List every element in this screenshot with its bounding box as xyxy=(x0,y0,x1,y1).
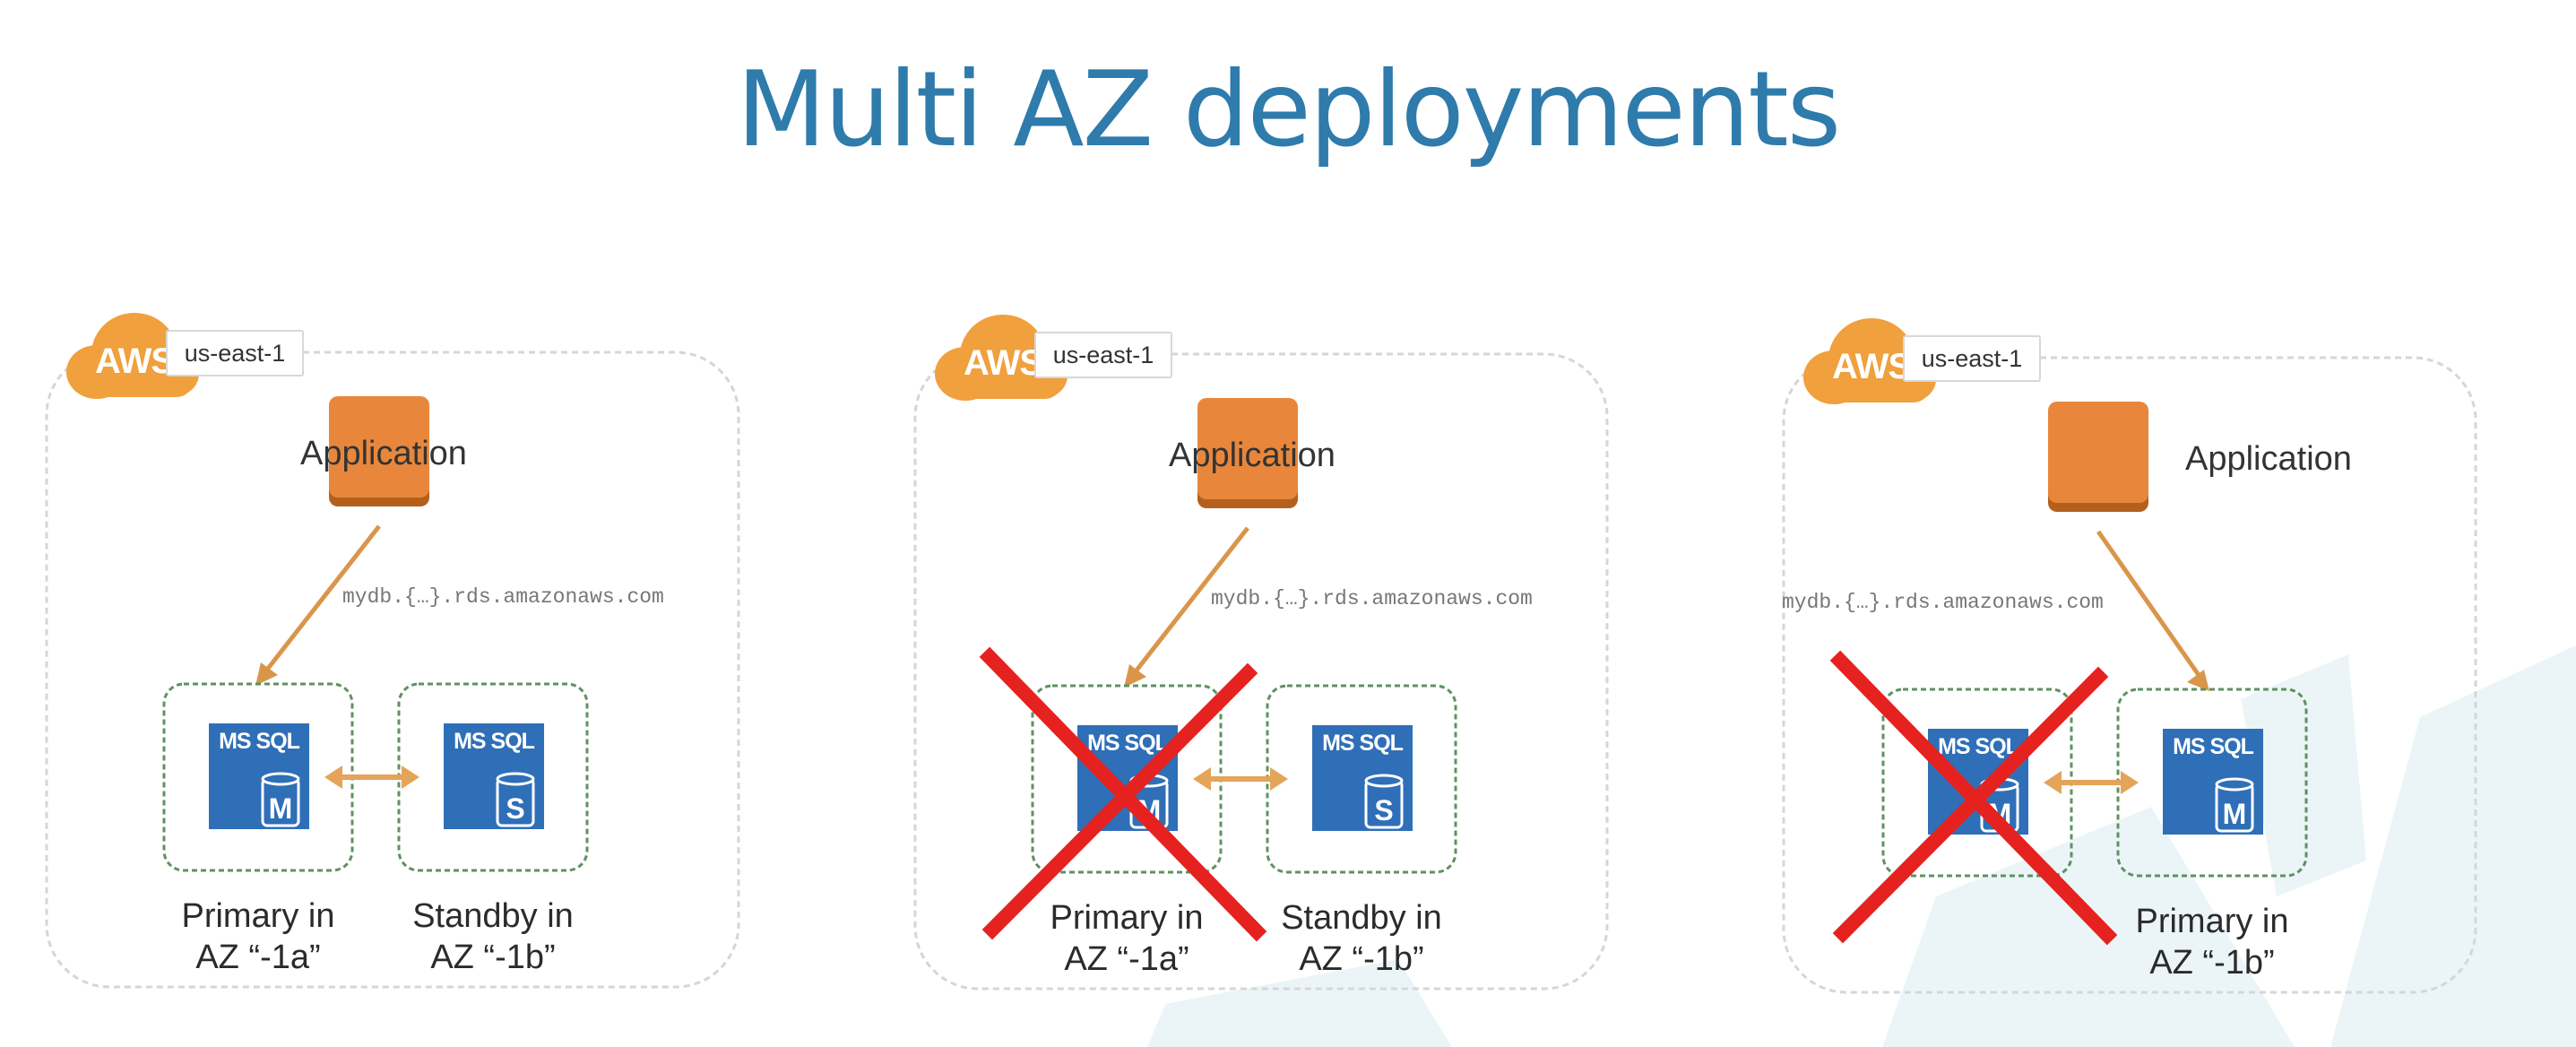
db-role-letter: S xyxy=(1374,794,1394,826)
db-endpoint-label: mydb.{…}.rds.amazonaws.com xyxy=(1211,587,1533,610)
db-endpoint-label: mydb.{…}.rds.amazonaws.com xyxy=(342,585,664,609)
caption-line: Standby in xyxy=(412,897,574,935)
db-endpoint-label: mydb.{…}.rds.amazonaws.com xyxy=(1782,591,2104,614)
aws-cloud-icon xyxy=(1803,318,1936,404)
aws-region-boundary xyxy=(45,350,740,989)
db-role-letter: M xyxy=(1137,794,1162,826)
aws-region-boundary xyxy=(1782,356,2477,994)
db-title: MS SQL xyxy=(2173,734,2254,759)
db-title: MS SQL xyxy=(1938,734,2019,759)
caption-line: Primary in xyxy=(181,897,335,935)
caption-line: AZ “-1a” xyxy=(1064,940,1189,978)
region-label: us-east-1 xyxy=(166,330,304,376)
ms-sql-database-icon xyxy=(1312,725,1413,831)
application-instance-icon xyxy=(329,396,429,506)
caption-line: Primary in xyxy=(2135,903,2289,940)
replication-arrow-icon xyxy=(2044,771,2139,794)
replication-arrow-icon xyxy=(324,766,419,789)
aws-logo-text: AWS xyxy=(94,342,175,381)
panel-normal-operation: AWS us-east-1 Application mydb.{…}.rds.a… xyxy=(27,300,762,1008)
ms-sql-database-icon xyxy=(2163,729,2263,835)
caption-line: AZ “-1b” xyxy=(430,939,556,976)
replication-arrow-icon xyxy=(1193,767,1288,791)
db-caption-new-primary: Primary in AZ “-1b” xyxy=(2096,901,2329,983)
application-instance-icon xyxy=(1197,398,1298,508)
db-caption-primary: Primary in AZ “-1a” xyxy=(1010,897,1243,980)
caption-line: AZ “-1a” xyxy=(195,939,321,976)
region-label: us-east-1 xyxy=(1903,335,2041,382)
aws-logo-text: AWS xyxy=(963,343,1043,383)
caption-line: Standby in xyxy=(1281,899,1442,937)
db-title: MS SQL xyxy=(219,729,300,754)
db-title: MS SQL xyxy=(454,729,535,754)
application-label: Application xyxy=(300,435,467,472)
db-role-letter: M xyxy=(2222,798,2247,830)
application-label: Application xyxy=(2185,440,2352,478)
connection-arrow xyxy=(2096,530,2209,691)
caption-line: Primary in xyxy=(1050,899,1204,937)
db-caption-standby: Standby in AZ “-1b” xyxy=(376,896,609,978)
panel-primary-failure: AWS us-east-1 Application mydb.{…}.rds.a… xyxy=(895,302,1630,1010)
db-caption-standby: Standby in AZ “-1b” xyxy=(1245,897,1478,980)
application-label: Application xyxy=(1169,437,1336,474)
ms-sql-database-icon xyxy=(209,723,309,829)
ms-sql-database-icon xyxy=(444,723,544,829)
db-title: MS SQL xyxy=(1322,731,1404,756)
caption-line: AZ “-1b” xyxy=(2149,944,2275,982)
db-role-letter: M xyxy=(268,792,293,825)
application-instance-icon xyxy=(2048,402,2148,512)
db-caption-primary: Primary in AZ “-1a” xyxy=(142,896,375,978)
aws-logo-text: AWS xyxy=(1831,347,1912,386)
db-role-letter: M xyxy=(1987,798,2012,830)
slide-title: Multi AZ deployments xyxy=(736,49,1841,170)
connection-arrow xyxy=(255,524,381,686)
db-title: MS SQL xyxy=(1087,731,1169,756)
panel-failover-complete: AWS us-east-1 Application mydb.{…}.rds.a… xyxy=(1764,306,2499,1014)
caption-line: AZ “-1b” xyxy=(1299,940,1424,978)
db-role-letter: S xyxy=(506,792,525,825)
region-label: us-east-1 xyxy=(1034,332,1172,378)
aws-region-boundary xyxy=(913,352,1609,991)
